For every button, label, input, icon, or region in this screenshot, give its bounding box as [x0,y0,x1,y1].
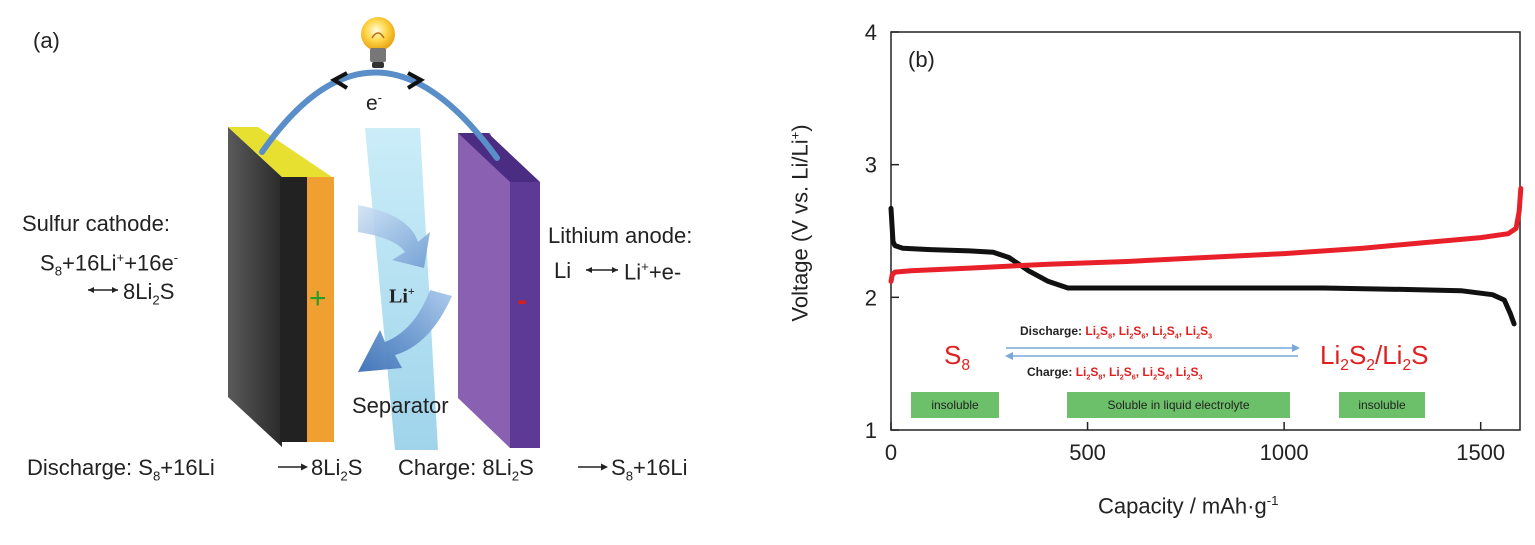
discharge-direction-arrow-icon [1006,344,1300,352]
cathode-top-edge [228,127,332,177]
charge-equation-left: Charge: 8Li2S [398,455,534,484]
discharge-equation-right: 8Li2S [311,455,363,484]
li2s2-li2s-label: Li2S2/Li2S [1320,340,1429,375]
reaction-arrows [88,267,618,471]
electron-label: e- [366,91,382,115]
voltage-capacity-chart: 1 2 3 4 0 500 1000 1500 [865,20,1524,465]
cathode-plus-sign: + [309,282,327,315]
li-ion-arrow-right-icon [358,205,430,268]
x-tick-label: 500 [1069,440,1106,465]
y-tick-label: 2 [865,285,877,310]
anode-reaction-arrow-icon [586,267,618,273]
insoluble-label-right: insoluble [1358,398,1406,412]
s8-label: S8 [944,340,971,375]
cathode-title: Sulfur cathode: [22,211,170,236]
x-axis-ticks: 0 500 1000 1500 [885,422,1505,465]
anode-reaction-left: Li [554,258,572,283]
cathode-reaction-line2: 8Li2S [123,279,175,308]
cathode-reaction-line1: S8+16Li++16e- [40,250,179,279]
charge-reaction-arrow-icon [578,463,608,471]
y-tick-label: 1 [865,418,877,443]
insoluble-box-right [1339,392,1425,418]
panel-b-label: (b) [908,47,935,72]
li-ion-arrow-left-icon [358,290,452,372]
discharge-reaction-arrow-icon [278,463,308,471]
cathode-back-slab [228,127,282,447]
charge-curve [888,186,1524,284]
soluble-box [1067,392,1290,418]
anode-face [458,133,510,448]
electron-chevron-left-icon [329,71,349,90]
y-axis-ticks: 1 2 3 4 [865,20,899,443]
li-ion-label: Li+ [389,284,415,308]
separator-label: Separator [352,393,449,418]
panel-a-label: (a) [33,28,60,53]
discharge-equation-left: Discharge: S8+16Li [27,455,215,484]
x-tick-label: 1500 [1456,440,1505,465]
anode-reaction-right: Li++e- [624,259,682,285]
cathode-orange-layer [307,177,334,442]
cathode-black-strip [280,177,308,442]
charge-species-line: Charge: Li2S8, Li2S6, Li2S4, Li2S3 [1027,365,1203,382]
insoluble-label-left: insoluble [931,398,979,412]
y-axis-label: Voltage (V vs. Li/Li+) [787,124,813,322]
discharge-species-line: Discharge: Li2S8, Li2S6, Li2S4, Li2S3 [1020,324,1213,341]
insoluble-box-left [911,392,999,418]
discharge-curve [888,205,1517,327]
x-axis-label: Capacity / mAh·g-1 [1098,493,1279,519]
external-circuit-wire [259,69,500,161]
light-bulb-icon [361,17,395,68]
cathode-reaction-arrow-icon [88,287,118,293]
charge-equation-right: S8+16Li [611,455,688,484]
anode-front-edge [510,182,540,448]
y-tick-label: 4 [865,20,877,45]
series-lines [888,186,1524,327]
x-tick-label: 0 [885,440,897,465]
anode-title: Lithium anode: [548,223,693,248]
electron-chevron-right-icon [406,71,426,90]
soluble-label: Soluble in liquid electrolyte [1107,398,1250,412]
panel-a-diagram [228,17,540,450]
charge-direction-arrow-icon [1005,352,1298,360]
separator-sheet [365,128,438,450]
anode-minus-sign: - [517,284,527,317]
x-tick-label: 1000 [1260,440,1309,465]
y-tick-label: 3 [865,153,877,178]
